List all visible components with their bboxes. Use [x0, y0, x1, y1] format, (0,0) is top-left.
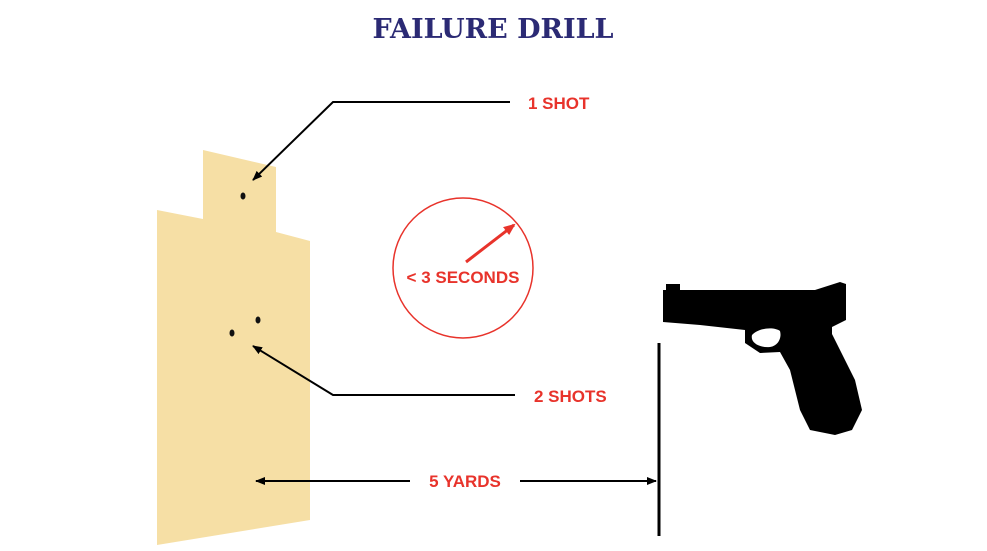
diagram-title: FAILURE DRILL	[372, 14, 613, 45]
pistol-icon	[663, 282, 862, 435]
timer-arrow	[465, 223, 516, 264]
body-shots-label: 2 SHOTS	[534, 387, 607, 406]
time-limit-label: < 3 SECONDS	[407, 268, 520, 287]
head-shot-hole	[240, 192, 246, 200]
head-shot-arrow	[252, 101, 510, 181]
body-shot-hole-2	[255, 316, 261, 324]
distance-label: 5 YARDS	[429, 472, 501, 491]
head-shot-label: 1 SHOT	[528, 94, 590, 113]
body-shot-hole-1	[229, 329, 235, 337]
paper-target	[157, 150, 310, 545]
timer-circle	[392, 197, 534, 339]
body-shots-arrow	[252, 345, 515, 396]
